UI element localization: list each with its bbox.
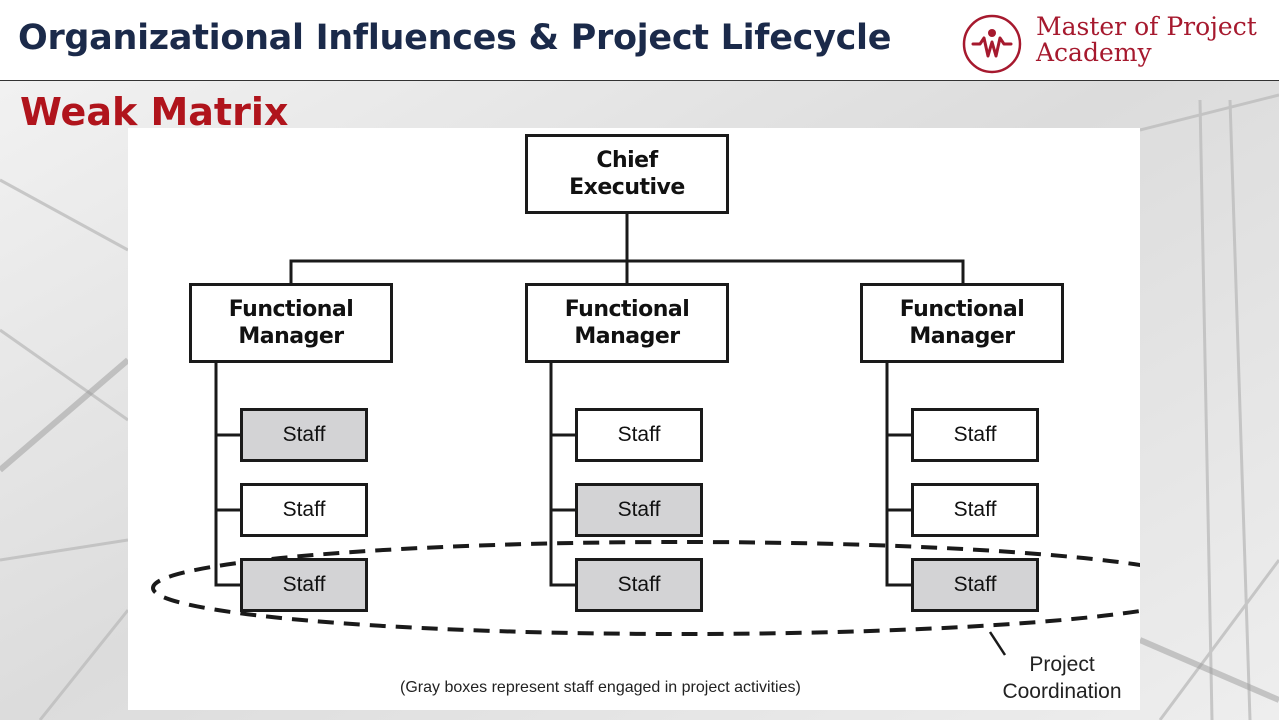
functional-manager-box: Functional Manager [860, 283, 1064, 363]
functional-manager-label: Functional Manager [899, 297, 1025, 349]
diagram-caption: (Gray boxes represent staff engaged in p… [400, 679, 801, 696]
project-coordination-label-line-1: Project [1029, 653, 1095, 676]
functional-manager-box: Functional Manager [189, 283, 393, 363]
project-coordination-boundary [151, 540, 1140, 636]
brand-name-line-1: Master of Project [1036, 12, 1257, 41]
staff-label: Staff [282, 498, 326, 521]
staff-box: Staff [240, 408, 368, 462]
functional-manager-label: Functional Manager [228, 297, 354, 349]
chief-executive-box: Chief Executive [525, 134, 729, 214]
staff-box: Staff [240, 558, 368, 612]
staff-box: Staff [240, 483, 368, 537]
staff-label: Staff [617, 423, 661, 446]
functional-manager-box: Functional Manager [525, 283, 729, 363]
academy-logo-icon [962, 14, 1022, 74]
project-coordination-label: Project Coordination [992, 651, 1132, 705]
staff-label: Staff [953, 423, 997, 446]
staff-box: Staff [575, 408, 703, 462]
staff-label: Staff [282, 423, 326, 446]
section-subtitle: Weak Matrix [20, 90, 289, 134]
staff-box: Staff [911, 558, 1039, 612]
org-chart: Chief Executive Functional Manager Funct… [128, 128, 1140, 710]
staff-box: Staff [575, 558, 703, 612]
staff-box: Staff [911, 483, 1039, 537]
brand-name-line-2: Academy [1036, 38, 1152, 67]
brand-name: Master of Project Academy [1036, 14, 1257, 66]
staff-box: Staff [911, 408, 1039, 462]
slide-title: Organizational Influences & Project Life… [18, 18, 892, 58]
staff-label: Staff [617, 498, 661, 521]
staff-box: Staff [575, 483, 703, 537]
org-chart-connectors [151, 210, 1140, 656]
project-coordination-label-line-2: Coordination [1002, 680, 1122, 703]
project-coordination-pointer [988, 631, 1007, 656]
staff-label: Staff [282, 573, 326, 596]
staff-label: Staff [617, 573, 661, 596]
slide-header: Organizational Influences & Project Life… [0, 0, 1279, 81]
functional-manager-label: Functional Manager [564, 297, 690, 349]
brand-logo: Master of Project Academy [962, 10, 1262, 74]
chief-executive-label: Chief Executive [569, 148, 685, 200]
staff-label: Staff [953, 498, 997, 521]
staff-label: Staff [953, 573, 997, 596]
